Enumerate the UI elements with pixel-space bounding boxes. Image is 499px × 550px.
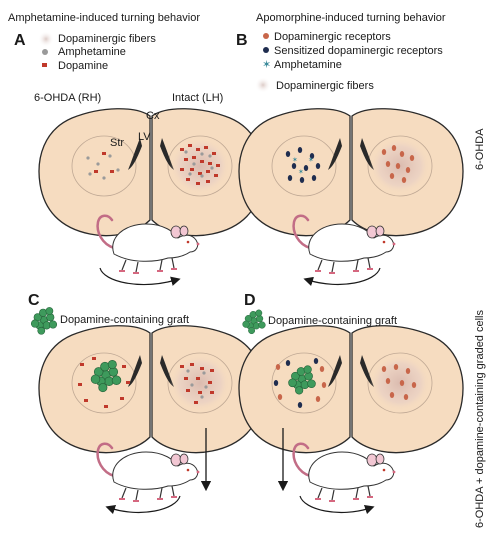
brain-section-c <box>38 325 264 454</box>
fibers-legend-icon-b <box>255 77 271 93</box>
turning-arrow-a <box>99 267 181 286</box>
turning-arrow-d <box>299 495 375 515</box>
panel-label-a: A <box>14 32 26 49</box>
svg-text:✶: ✶ <box>308 156 314 164</box>
legend-receptors-label: Dopaminergic receptors <box>274 31 391 43</box>
svg-text:✶: ✶ <box>298 168 304 176</box>
panel-label-b: B <box>236 32 248 49</box>
graft-label-d: Dopamine-containing graft <box>268 315 398 327</box>
right-column-title: Apomorphine-induced turning behavior <box>256 12 446 24</box>
graft-legend-icon-c <box>30 307 58 335</box>
panel-label-c: C <box>28 292 40 309</box>
cx-label: Cx <box>146 110 160 122</box>
graft-legend-icon-d <box>242 309 266 335</box>
sensitized-receptor-legend-icon <box>263 47 269 53</box>
turning-arrow-b <box>303 267 381 287</box>
amphetamine-legend-icon <box>42 49 48 55</box>
side-label-bottom: 6-OHDA + dopamine-containing graded cell… <box>474 310 486 528</box>
turning-arrow-c <box>105 495 181 515</box>
brain-section-b: ✶✶✶ <box>238 108 464 237</box>
legend-fibers-label: Dopaminergic fibers <box>58 33 156 45</box>
amphetamine-star-icon: ✶ <box>262 58 271 71</box>
lh-label: Intact (LH) <box>172 92 224 104</box>
receptor-legend-icon <box>263 33 269 39</box>
lv-label: LV <box>138 131 151 143</box>
left-column-title: Amphetamine-induced turning behavior <box>8 12 201 24</box>
graft-label-c: Dopamine-containing graft <box>60 314 190 326</box>
rh-label: 6-OHDA (RH) <box>34 92 102 104</box>
side-label-top: 6-OHDA <box>474 128 486 170</box>
legend-amphetamine-label: Amphetamine <box>58 46 126 58</box>
fibers-legend-icon <box>38 31 54 47</box>
brain-section-d <box>238 325 464 454</box>
str-label: Str <box>110 137 125 149</box>
legend-amphetamine-label-b: Amphetamine <box>274 59 342 71</box>
legend-sensitized-label: Sensitized dopaminergic receptors <box>274 45 443 57</box>
brain-section-a <box>38 108 264 237</box>
panel-label-d: D <box>244 292 256 309</box>
legend-dopamine-label: Dopamine <box>58 60 109 72</box>
svg-text:✶: ✶ <box>292 156 298 164</box>
legend-fibers-label-b: Dopaminergic fibers <box>276 80 374 92</box>
dopamine-legend-icon <box>42 63 47 67</box>
